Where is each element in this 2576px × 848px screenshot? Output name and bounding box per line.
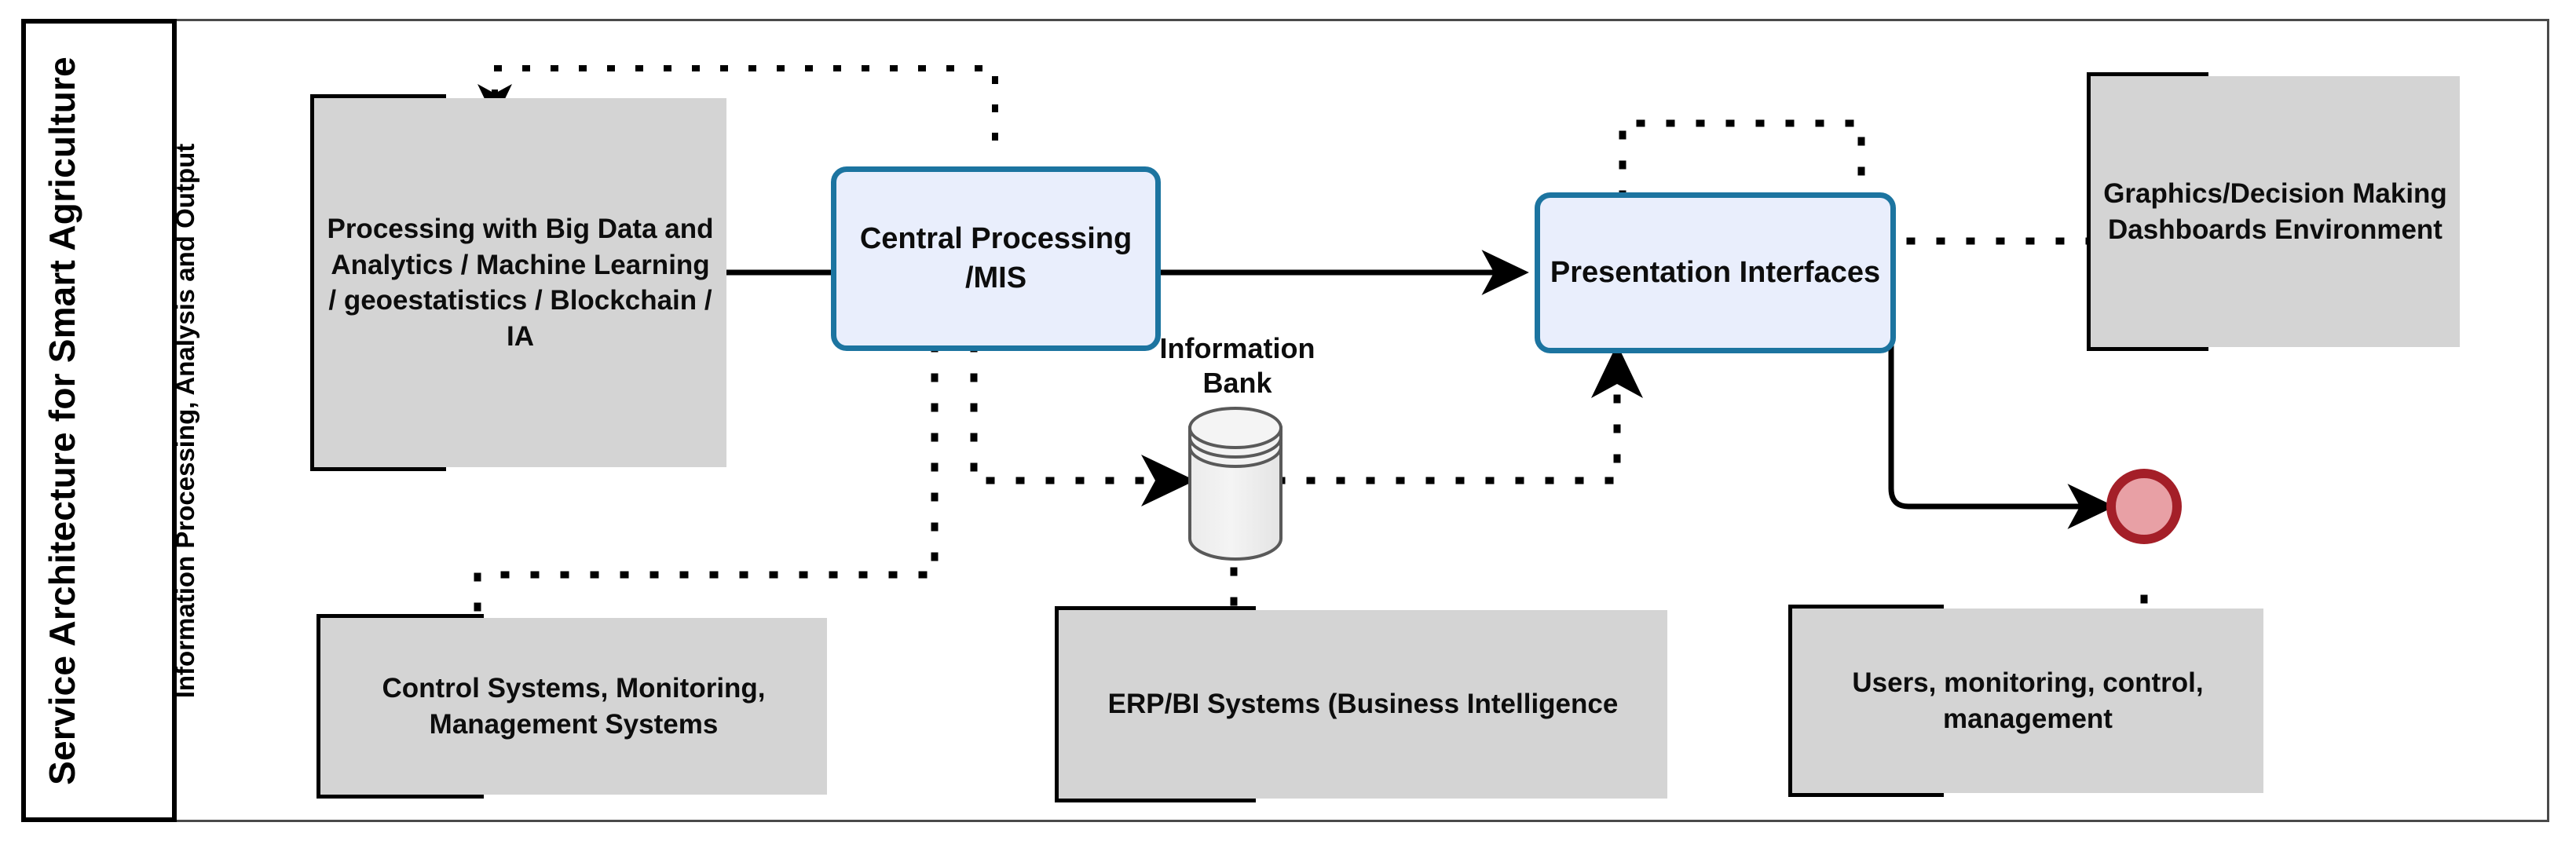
note-bracket-stub — [2087, 347, 2209, 351]
node-processing-big-data[interactable]: Processing with Big Data and Analytics /… — [310, 94, 726, 471]
node-erp-bi-systems[interactable]: ERP/BI Systems (Business Intelligence — [1055, 606, 1667, 802]
edge-databank-to-presentation — [1276, 344, 1643, 484]
information-bank-cylinder — [1188, 407, 1283, 561]
node-processing-big-data-label: Processing with Big Data and Analytics /… — [327, 214, 714, 352]
node-graphics-dashboards-label: Graphics/Decision Making Dashboards Envi… — [2103, 178, 2447, 245]
title-column: Service Architecture for Smart Agricultu… — [21, 19, 177, 822]
node-users-monitoring[interactable]: Users, monitoring, control, management — [1788, 605, 2263, 797]
endpoint-node — [2106, 469, 2182, 544]
note-bracket-stub — [317, 795, 484, 799]
node-central-processing-label: Central Processing /MIS — [859, 222, 1132, 294]
node-erp-bi-systems-label: ERP/BI Systems (Business Intelligence — [1107, 689, 1619, 720]
node-control-systems-label: Control Systems, Monitoring, Management … — [382, 673, 766, 740]
node-graphics-dashboards[interactable]: Graphics/Decision Making Dashboards Envi… — [2087, 72, 2460, 351]
note-bracket-stub — [1055, 799, 1256, 802]
node-presentation-interfaces-label: Presentation Interfaces — [1550, 255, 1881, 289]
note-bracket-stub — [1788, 793, 1944, 797]
node-presentation-interfaces[interactable]: Presentation Interfaces — [1535, 192, 1896, 353]
node-central-processing[interactable]: Central Processing /MIS — [831, 166, 1161, 351]
node-users-monitoring-label: Users, monitoring, control, management — [1852, 667, 2204, 734]
note-bracket-stub — [310, 467, 447, 471]
node-information-bank-label: Information Bank — [1159, 332, 1315, 399]
diagram-body: Processing with Big Data and Analytics /… — [181, 21, 2548, 821]
node-control-systems[interactable]: Control Systems, Monitoring, Management … — [317, 614, 827, 799]
page-title: Service Architecture for Smart Agricultu… — [42, 56, 82, 785]
